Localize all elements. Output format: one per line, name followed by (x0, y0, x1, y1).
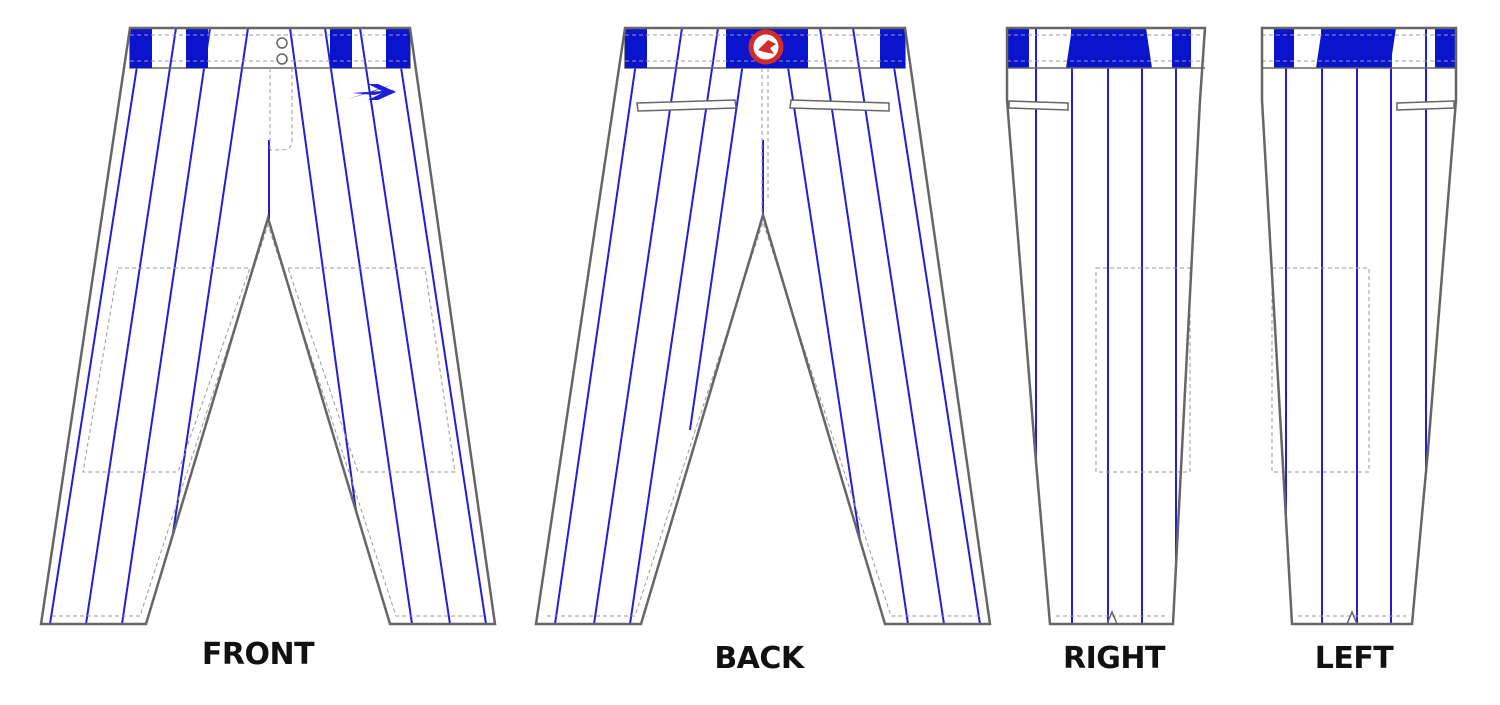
circle-baseball-patch-icon (748, 29, 784, 65)
back-belt-loop-1 (625, 28, 647, 68)
back-pinstripes (554, 28, 981, 624)
front-button-bottom (276, 53, 288, 65)
back-belt-loop-2 (880, 28, 905, 68)
right-belt-loop-1 (1007, 28, 1029, 68)
right-pant-body (1007, 28, 1205, 624)
back-pant-body (536, 28, 990, 624)
right-belt-loop-2 (1172, 28, 1191, 68)
front-view: FRONT (39, 26, 497, 672)
front-pant-body (41, 28, 495, 624)
front-pinstripes (49, 28, 487, 624)
front-label: FRONT (202, 637, 315, 672)
right-label: RIGHT (1063, 641, 1166, 676)
right-knee-panel (1095, 267, 1191, 473)
front-button-top (276, 37, 288, 49)
front-fly-stitch (269, 68, 293, 151)
right-back-panel (1066, 28, 1152, 68)
triple-arrow-brand-icon (348, 84, 396, 100)
back-pocket-left (636, 99, 737, 112)
left-view: LEFT (1260, 26, 1458, 676)
left-label: LEFT (1315, 641, 1395, 676)
right-pocket (1008, 100, 1069, 111)
left-pant-body (1262, 28, 1456, 624)
front-belt-loop-2 (186, 28, 208, 68)
back-view: BACK (534, 26, 992, 676)
front-belt-loop-3 (330, 28, 352, 68)
right-pinstripes (1035, 28, 1177, 624)
front-belt-loop-1 (130, 28, 152, 68)
left-belt-loop-1 (1274, 28, 1294, 68)
front-knee-panel-right (287, 267, 456, 473)
left-back-panel (1316, 28, 1396, 68)
left-knee-panel (1271, 267, 1370, 473)
left-belt-loop-2 (1435, 28, 1456, 68)
back-label: BACK (714, 641, 806, 676)
right-view: RIGHT (1005, 26, 1207, 676)
front-knee-panel-left (82, 267, 251, 473)
left-pocket (1396, 100, 1455, 111)
back-pocket-right (789, 99, 890, 112)
front-belt-loop-4 (386, 28, 410, 68)
